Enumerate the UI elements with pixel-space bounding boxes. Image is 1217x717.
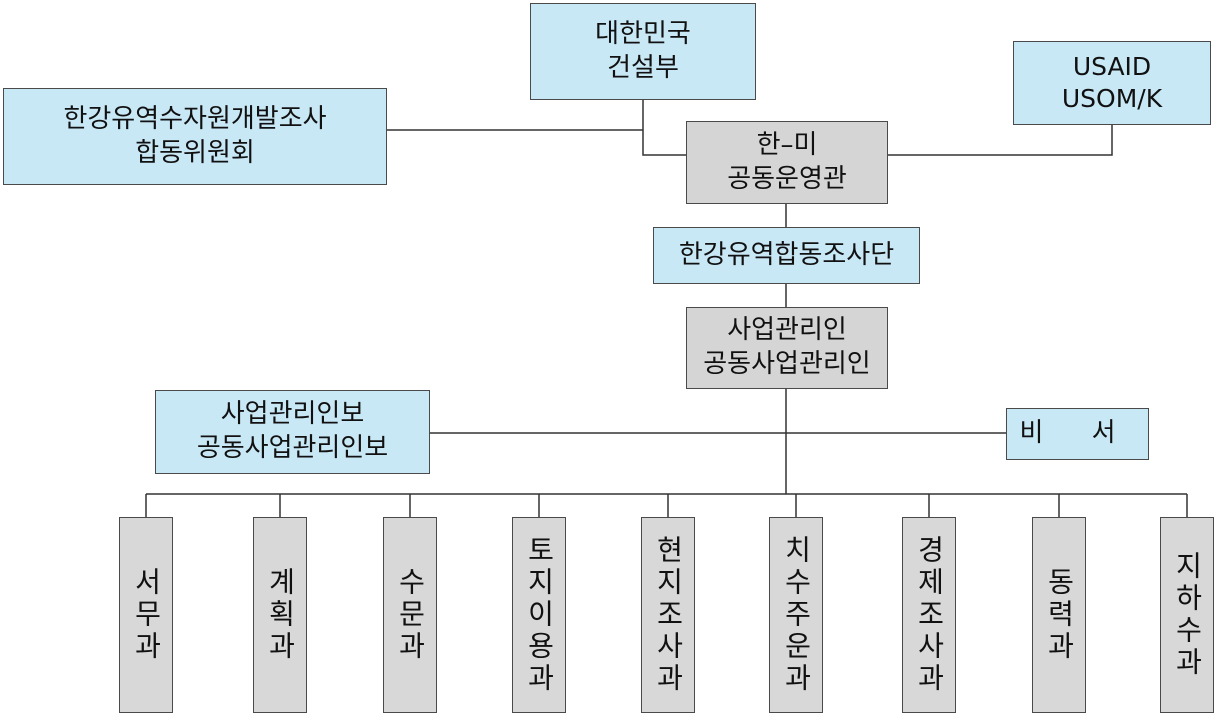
committee-box: 한강유역수자원개발조사 합동위원회: [3, 88, 387, 185]
dept-label: 수문과: [394, 567, 427, 663]
dept-label: 경제조사과: [913, 535, 946, 695]
assistant-managers-line-1: 사업관리인보: [220, 399, 365, 430]
dept-box-general-affairs: 서무과: [119, 517, 173, 713]
usaid-box: USAID USOM/K: [1013, 41, 1211, 125]
dept-box-power: 동력과: [1032, 517, 1086, 713]
committee-line-2: 합동위원회: [135, 137, 255, 168]
assistant-managers-line-2: 공동사업관리인보: [196, 433, 389, 463]
dept-box-land-use: 토지이용과: [512, 517, 566, 713]
joint-officer-line-1: 한–미: [756, 129, 818, 160]
ministry-line-1: 대한민국: [595, 18, 691, 49]
dept-label: 서무과: [130, 567, 163, 663]
joint-officer-box: 한–미 공동운영관: [686, 121, 888, 204]
connector-usaid-joint-officer: [888, 125, 1113, 156]
dept-label: 동력과: [1043, 567, 1076, 663]
ministry-line-2: 건설부: [607, 52, 679, 83]
managers-line-2: 공동사업관리인: [703, 349, 871, 379]
dept-box-field-survey: 현지조사과: [641, 517, 695, 713]
dept-label: 계획과: [264, 567, 297, 663]
survey-team-label: 한강유역합동조사단: [678, 239, 895, 270]
dept-box-hydrology: 수문과: [383, 517, 437, 713]
managers-box: 사업관리인 공동사업관리인: [686, 307, 888, 389]
dept-label: 토지이용과: [523, 535, 556, 695]
dept-box-flood-navigation: 치수주운과: [769, 517, 823, 713]
managers-line-1: 사업관리인: [727, 315, 847, 346]
dept-label: 치수주운과: [780, 535, 813, 695]
ministry-box: 대한민국 건설부: [530, 3, 756, 100]
usaid-line-2: USOM/K: [1061, 84, 1163, 113]
usaid-line-1: USAID: [1072, 51, 1152, 81]
dept-box-economic-survey: 경제조사과: [902, 517, 956, 713]
joint-officer-line-2: 공동운영관: [727, 163, 847, 194]
committee-line-1: 한강유역수자원개발조사: [63, 103, 327, 134]
connector-ministry-joint-officer: [642, 100, 686, 156]
secretary-label: 비 서: [1019, 418, 1136, 449]
survey-team-box: 한강유역합동조사단: [653, 227, 920, 284]
dept-label: 지하수과: [1171, 551, 1204, 679]
secretary-box: 비 서: [1006, 408, 1149, 460]
dept-box-groundwater: 지하수과: [1160, 517, 1214, 713]
dept-box-planning: 계획과: [253, 517, 307, 713]
assistant-managers-box: 사업관리인보 공동사업관리인보: [155, 390, 430, 474]
dept-label: 현지조사과: [652, 535, 685, 695]
